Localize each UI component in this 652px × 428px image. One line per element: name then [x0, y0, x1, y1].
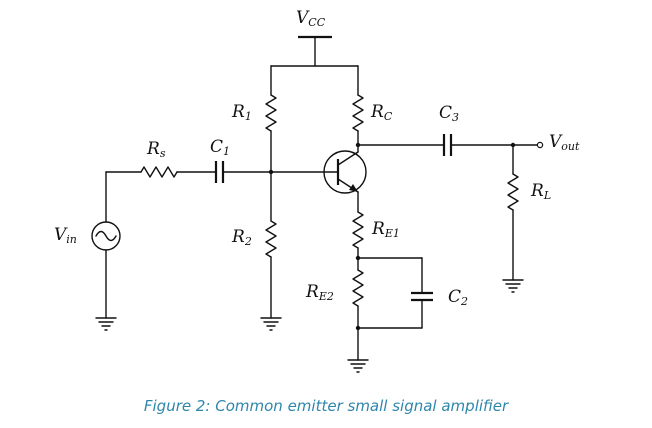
ground-r2 — [260, 317, 282, 331]
rl-resistor — [507, 144, 519, 281]
re1-label: RE1 — [371, 219, 400, 240]
re1-resistor — [352, 191, 364, 259]
c2-capacitor — [357, 257, 433, 329]
c1-label: C1 — [210, 137, 230, 158]
vcc-label: VCC — [296, 8, 326, 29]
rs-label: Rs — [146, 139, 166, 160]
figure-caption: Figure 2: Common emitter small signal am… — [143, 397, 509, 415]
vin-label: Vin — [54, 225, 77, 246]
npn-transistor — [270, 150, 367, 194]
rc-resistor — [352, 65, 364, 153]
ground-vin — [95, 317, 117, 331]
r1-label: R1 — [231, 102, 252, 123]
r2-resistor — [265, 220, 277, 319]
re2-label: RE2 — [305, 282, 334, 303]
vout-label: Vout — [549, 132, 580, 153]
c2-label: C2 — [448, 287, 468, 308]
ground-emitter — [347, 359, 369, 373]
rs-resistor — [105, 166, 217, 178]
c3-capacitor — [357, 134, 538, 156]
r1-resistor — [265, 65, 277, 222]
r2-label: R2 — [231, 227, 252, 248]
vcc-supply — [270, 35, 359, 67]
re2-resistor — [352, 257, 364, 361]
c3-label: C3 — [439, 103, 459, 124]
vin-source — [91, 171, 121, 319]
rl-label: RL — [530, 181, 551, 202]
rc-label: RC — [370, 102, 393, 123]
ground-rl — [502, 279, 524, 293]
collector-node — [355, 142, 361, 148]
c1-capacitor — [214, 161, 272, 183]
vout-terminal — [536, 141, 544, 149]
